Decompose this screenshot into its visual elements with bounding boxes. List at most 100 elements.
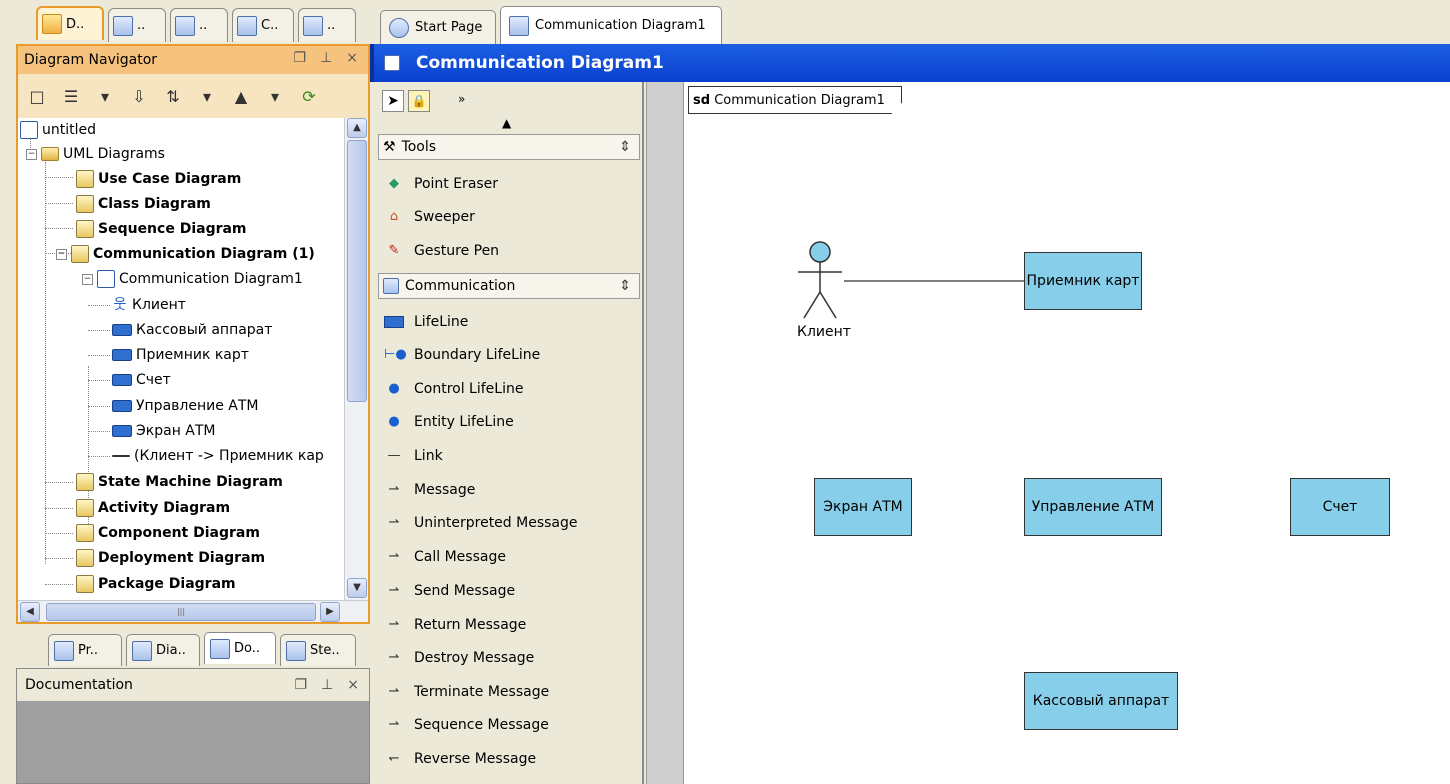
palette-item-message[interactable]: ⇀ Message xyxy=(384,477,476,503)
palette-item-call-message[interactable]: ⇀ Call Message xyxy=(384,544,506,570)
editor-title: Communication Diagram1 xyxy=(416,53,664,73)
tab-label: Pr.. xyxy=(78,643,99,658)
scroll-right-icon[interactable]: ▶ xyxy=(320,602,340,622)
lifeline-atm-screen[interactable]: Экран АТМ xyxy=(814,478,912,536)
restore-icon[interactable]: ❐ xyxy=(294,677,308,693)
expand-icon[interactable]: ⇕ xyxy=(619,139,631,155)
tree-item-uml-diagrams[interactable]: − UML Diagrams xyxy=(26,142,165,166)
collapse-icon[interactable]: − xyxy=(26,148,37,160)
tab-property[interactable]: Pr.. xyxy=(48,634,122,666)
palette-group-tools[interactable]: ⚒ Tools ⇕ xyxy=(378,134,640,160)
palette-item-reverse-message[interactable]: ↽ Reverse Message xyxy=(384,746,537,772)
palette-item-link[interactable]: — Link xyxy=(384,443,443,469)
palette-item-uninterpreted-message[interactable]: ⇀ Uninterpreted Message xyxy=(384,510,578,536)
palette-item-boundary-lifeline[interactable]: ⊢● Boundary LifeLine xyxy=(384,342,540,368)
tree-horizontal-scrollbar[interactable]: ◀ ||| ▶ xyxy=(18,600,368,622)
palette-group-communication[interactable]: Communication ⇕ xyxy=(378,273,640,299)
tree-item-deployment-diagram[interactable]: Deployment Diagram xyxy=(76,546,265,570)
tab-search[interactable]: .. xyxy=(298,8,356,42)
palette-item-control-lifeline[interactable]: ● Control LifeLine xyxy=(384,376,523,402)
palette-item-sequence-message[interactable]: ⇀ Sequence Message xyxy=(384,712,549,738)
item-label: Terminate Message xyxy=(414,684,550,700)
tree-item-component-diagram[interactable]: Component Diagram xyxy=(76,521,260,545)
lifeline-account[interactable]: Счет xyxy=(1290,478,1390,536)
more-icon[interactable]: » xyxy=(458,92,466,106)
tree-item-link[interactable]: (Клиент -> Приемник кар xyxy=(112,444,324,468)
palette-item-return-message[interactable]: ⇀ Return Message xyxy=(384,612,527,638)
dropdown-icon[interactable]: ▾ xyxy=(202,86,212,106)
tree-item-atm-control[interactable]: Управление АТМ xyxy=(112,394,259,418)
tool-point-eraser[interactable]: ◆ Point Eraser xyxy=(384,171,498,197)
item-label: LifeLine xyxy=(414,314,469,330)
restore-icon[interactable]: ❐ xyxy=(293,50,307,66)
refresh-icon[interactable]: ⟳ xyxy=(302,86,316,106)
palette-item-lifeline[interactable]: LifeLine xyxy=(384,309,468,335)
diagram-frame-label[interactable]: sd Communication Diagram1 xyxy=(688,86,902,114)
tree-item-class-diagram[interactable]: Class Diagram xyxy=(76,192,211,216)
pin-icon[interactable]: ⊥ xyxy=(321,677,334,693)
sort-icon[interactable]: ⇅ xyxy=(166,86,180,106)
lock-icon[interactable]: 🔒 xyxy=(408,90,430,112)
tree-item-sequence-diagram[interactable]: Sequence Diagram xyxy=(76,217,247,241)
palette-item-destroy-message[interactable]: ⇀ Destroy Message xyxy=(384,645,535,671)
tree-item-atm-screen[interactable]: Экран АТМ xyxy=(112,419,216,443)
expand-icon[interactable]: ⇕ xyxy=(619,278,631,294)
tree-label: Communication Diagram1 xyxy=(119,271,303,287)
scroll-up-icon[interactable]: ▲ xyxy=(502,116,512,130)
tree-label: UML Diagrams xyxy=(63,146,165,162)
tab-communication-diagram1[interactable]: Communication Diagram1 xyxy=(500,6,722,44)
up-icon[interactable]: ▲ xyxy=(234,86,248,106)
scroll-up-icon[interactable]: ▲ xyxy=(347,118,367,138)
tab-start-page[interactable]: Start Page xyxy=(380,10,496,44)
palette-item-terminate-message[interactable]: ⇀ Terminate Message xyxy=(384,679,550,705)
export-icon[interactable]: ⇩ xyxy=(132,86,146,106)
tree-vertical-scrollbar[interactable]: ▲ ▼ xyxy=(344,118,368,600)
lifeline-cash-register[interactable]: Кассовый аппарат xyxy=(1024,672,1178,730)
scroll-down-icon[interactable]: ▼ xyxy=(347,578,367,598)
tab-class[interactable]: C.. xyxy=(232,8,294,42)
palette-item-entity-lifeline[interactable]: ● Entity LifeLine xyxy=(384,409,513,435)
deployment-diagram-icon xyxy=(76,549,94,567)
tab-stencil[interactable]: Ste.. xyxy=(280,634,356,666)
tree-item-state-machine-diagram[interactable]: State Machine Diagram xyxy=(76,470,283,494)
actor-client-figure[interactable] xyxy=(798,241,842,319)
tree-item-communication-diagram[interactable]: − Communication Diagram (1) xyxy=(56,242,315,266)
collapse-icon[interactable]: − xyxy=(56,248,67,260)
tree-item-activity-diagram[interactable]: Activity Diagram xyxy=(76,496,230,520)
tab-diagram-overview[interactable]: Dia.. xyxy=(126,634,200,666)
dropdown-icon[interactable]: ▾ xyxy=(100,86,110,106)
tab-diagram-navigator[interactable]: D.. xyxy=(36,6,104,40)
tree-item-communication-diagram1[interactable]: − Communication Diagram1 xyxy=(82,267,303,291)
new-diagram-icon[interactable]: □ xyxy=(29,86,45,106)
tree-item-use-case-diagram[interactable]: Use Case Diagram xyxy=(76,167,241,191)
tree-item-account[interactable]: Счет xyxy=(112,368,171,392)
dropdown-icon[interactable]: ▾ xyxy=(270,86,280,106)
close-icon[interactable]: × xyxy=(346,50,358,66)
palette-item-send-message[interactable]: ⇀ Send Message xyxy=(384,578,516,604)
message-icon: ⇀ xyxy=(388,549,400,564)
pin-icon[interactable]: ⊥ xyxy=(320,50,333,66)
tool-gesture-pen[interactable]: ✎ Gesture Pen xyxy=(384,238,500,264)
tree-item-client[interactable]: 웃 Клиент xyxy=(112,293,186,317)
tree-item-card-reader[interactable]: Приемник карт xyxy=(112,343,249,367)
tree-item-package-diagram[interactable]: Package Diagram xyxy=(76,572,236,596)
scroll-thumb[interactable]: ||| xyxy=(46,603,316,621)
documentation-panel: Documentation ❐ ⊥ × xyxy=(16,668,370,784)
collapse-icon[interactable]: − xyxy=(82,273,93,285)
lifeline-icon xyxy=(384,316,404,328)
tab-model-explorer[interactable]: .. xyxy=(108,8,166,42)
selector-icon[interactable]: ➤ xyxy=(382,90,404,112)
tree-item-cash-register[interactable]: Кассовый аппарат xyxy=(112,318,272,342)
tree-view-icon[interactable]: ☰ xyxy=(63,86,79,106)
diagram-canvas[interactable] xyxy=(684,82,1450,784)
scroll-left-icon[interactable]: ◀ xyxy=(20,602,40,622)
tree-item-root[interactable]: untitled xyxy=(20,118,96,142)
tab-class-repository[interactable]: .. xyxy=(170,8,228,42)
lifeline-atm-control[interactable]: Управление АТМ xyxy=(1024,478,1162,536)
close-icon[interactable]: × xyxy=(347,677,359,693)
lifeline-card-reader[interactable]: Приемник карт xyxy=(1024,252,1142,310)
scroll-thumb[interactable] xyxy=(347,140,367,402)
tool-sweeper[interactable]: ⌂ Sweeper xyxy=(384,204,475,230)
tab-documentation[interactable]: Do.. xyxy=(204,632,276,664)
message-icon: ⇀ xyxy=(388,717,400,732)
